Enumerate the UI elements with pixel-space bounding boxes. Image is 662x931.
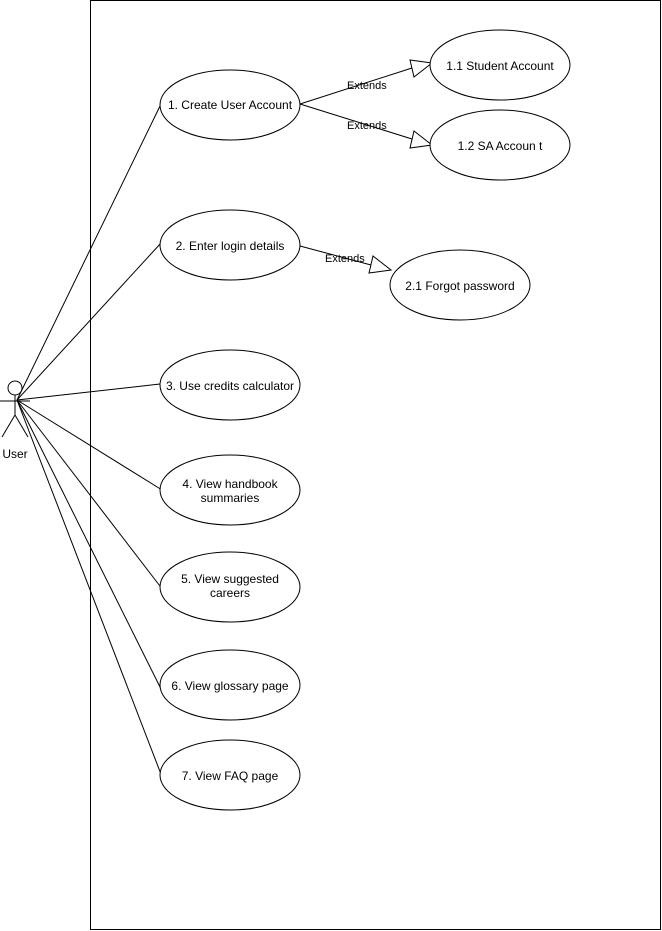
use-case-label: 7. View FAQ page <box>182 769 279 783</box>
association-uc1 <box>16 103 162 401</box>
extends-label: Extends <box>347 120 387 132</box>
hollow-arrowhead-icon <box>409 130 434 149</box>
use-case-label: 1.1 Student Account <box>446 59 554 73</box>
association-uc7 <box>16 399 165 783</box>
extends-relation-2: Extends <box>299 103 434 149</box>
use-case-label: 5. View suggested <box>181 572 279 586</box>
stick-figure-icon <box>0 380 30 438</box>
use-case-2-1-forgot-password[interactable]: 2.1 Forgot password <box>389 249 531 321</box>
use-case-label: summaries <box>201 491 260 505</box>
extends-label: Extends <box>325 253 365 265</box>
actor-label: User <box>2 447 27 461</box>
hollow-arrowhead-icon <box>368 255 393 274</box>
use-case-label: 2.1 Forgot password <box>405 279 514 293</box>
use-case-label: careers <box>210 586 250 600</box>
system-boundary <box>90 0 661 930</box>
use-case-7-view-faq-page[interactable]: 7. View FAQ page <box>159 739 301 811</box>
use-case-5-view-suggested-careers[interactable]: 5. View suggested careers <box>159 551 301 623</box>
use-case-3-use-credits-calculator[interactable]: 3. Use credits calculator <box>159 349 301 421</box>
use-case-label: 2. Enter login details <box>176 239 285 253</box>
extends-line <box>299 245 372 266</box>
use-case-label: 3. Use credits calculator <box>166 379 294 393</box>
extends-line <box>299 67 413 105</box>
actor-user[interactable]: User <box>0 380 30 461</box>
extends-relation-3: Extends <box>299 245 393 274</box>
use-case-4-view-handbook-summaries[interactable]: 4. View handbook summaries <box>159 454 301 526</box>
hollow-arrowhead-icon <box>409 59 434 78</box>
association-uc6 <box>16 399 165 696</box>
use-case-1-2-sa-account[interactable]: 1.2 SA Accoun t <box>429 109 571 181</box>
use-case-label: 6. View glossary page <box>171 679 289 693</box>
use-case-label: 1. Create User Account <box>168 98 293 112</box>
use-case-1-create-user-account[interactable]: 1. Create User Account <box>159 69 301 141</box>
extends-line <box>299 103 413 140</box>
association-uc4 <box>16 399 163 491</box>
association-uc2 <box>16 242 162 401</box>
associations <box>16 103 165 783</box>
use-case-1-1-student-account[interactable]: 1.1 Student Account <box>429 29 571 101</box>
use-case-label: 1.2 SA Accoun t <box>458 139 543 153</box>
use-case-2-enter-login-details[interactable]: 2. Enter login details <box>159 209 301 281</box>
association-uc5 <box>16 399 164 591</box>
extends-relation-1: Extends <box>299 59 434 105</box>
association-uc3 <box>16 383 161 401</box>
use-case-label: 4. View handbook <box>182 477 278 491</box>
use-case-6-view-glossary-page[interactable]: 6. View glossary page <box>159 649 301 721</box>
extends-label: Extends <box>347 80 387 92</box>
